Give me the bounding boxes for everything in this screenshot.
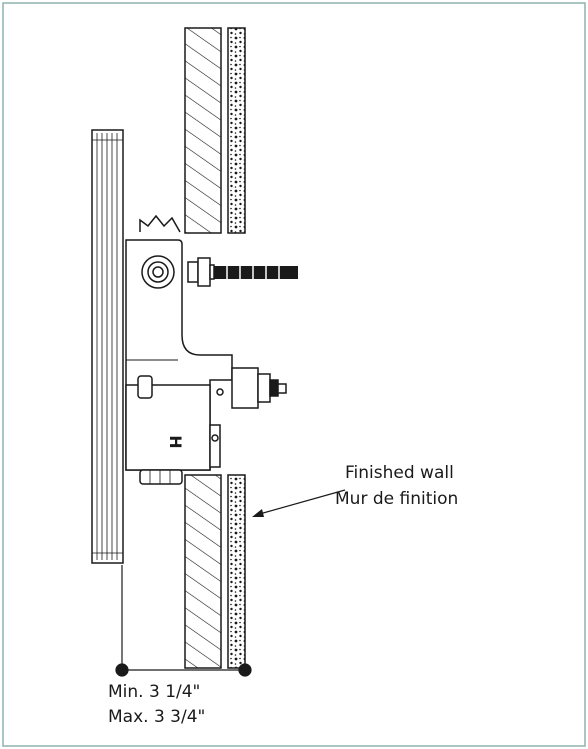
finished-wall-leader xyxy=(252,489,346,517)
stem-fitting-lower xyxy=(216,367,287,409)
valve-body xyxy=(125,214,233,485)
label-finished-wall: Finished wall xyxy=(345,463,454,483)
finished-wall-upper xyxy=(227,27,246,234)
inlet-fitting xyxy=(141,255,215,289)
wall-stud-upper xyxy=(184,27,222,234)
trim-plate xyxy=(91,129,124,564)
threaded-stem-upper xyxy=(214,266,298,279)
dimension-line xyxy=(115,565,252,677)
dimension-min: Min. 3 1/4" xyxy=(108,682,200,702)
label-mur-de-finition: Mur de finition xyxy=(335,489,458,509)
valve-letter: H xyxy=(166,435,185,448)
dimension-max: Max. 3 3/4" xyxy=(108,707,205,727)
finished-wall-lower xyxy=(227,474,246,669)
wall-stud-lower xyxy=(184,474,222,669)
